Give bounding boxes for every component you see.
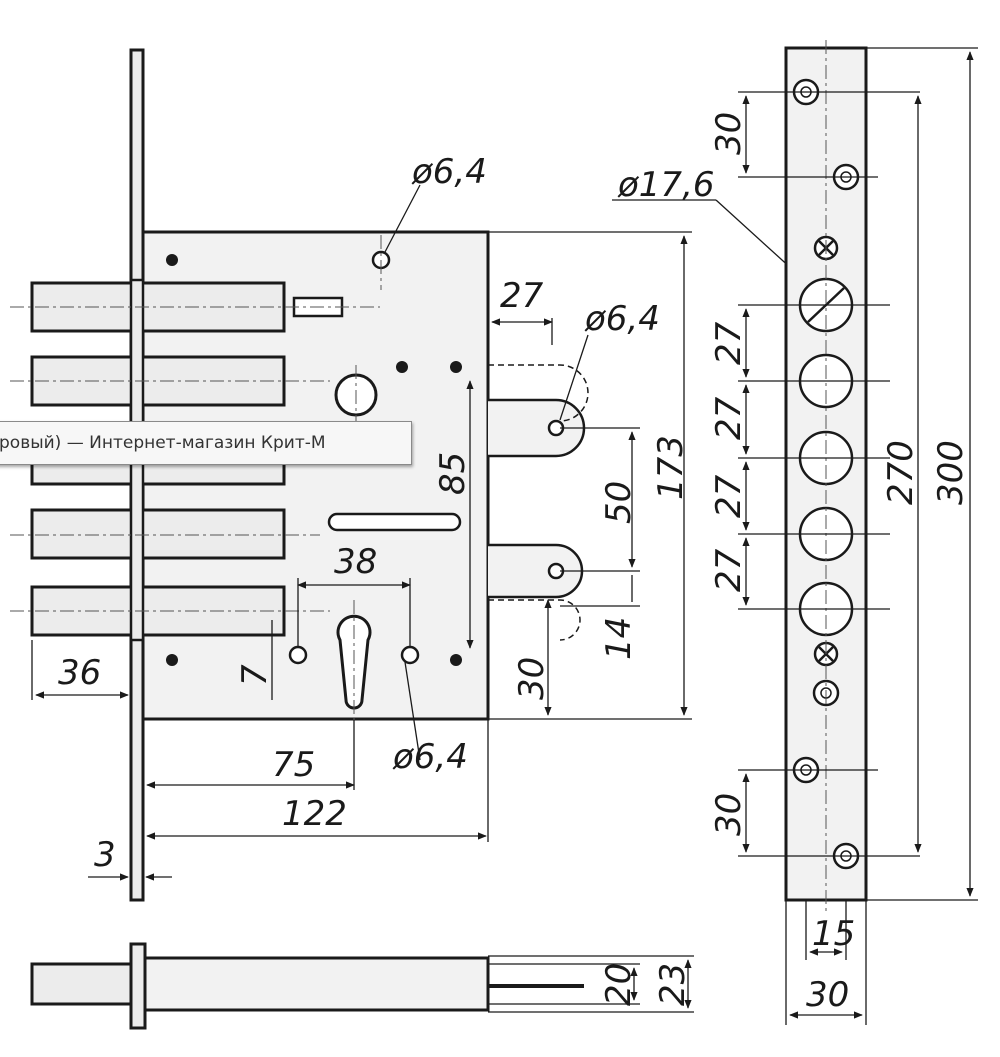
dim-backset-85: 85: [433, 452, 473, 495]
dim-strike-15: 15: [812, 914, 855, 954]
dim-strike-hole-diameter: ø17,6: [617, 165, 715, 205]
dim-top-hole-diameter: ø6,4: [411, 152, 487, 192]
lock-front-view: [30, 48, 589, 902]
dim-backset-75: 75: [272, 745, 315, 785]
dim-strike-27-c: 27: [709, 474, 749, 518]
dim-latch-hole-diameter: ø6,4: [584, 299, 660, 339]
slot-long: [327, 512, 462, 532]
dim-bolt-projection: 36: [58, 653, 101, 693]
dim-body-thickness-23: 23: [653, 963, 693, 1006]
dim-offset-7: 7: [235, 664, 275, 686]
bolt-4: [30, 508, 286, 560]
dim-strike-width: 30: [806, 975, 849, 1015]
screw-hole-right: [400, 645, 420, 665]
dim-faceplate-thickness: 3: [94, 835, 116, 875]
centre-lines: [10, 235, 382, 720]
dim-body-thickness-20: 20: [599, 963, 639, 1006]
dim-screw-hole-diameter: ø6,4: [392, 737, 468, 777]
screw-hole-left: [288, 645, 308, 665]
dim-strike-27-b: 27: [709, 396, 749, 440]
browser-tooltip: ровый) — Интернет-магазин Крит-М: [0, 421, 412, 465]
dim-latch-spacing: 50: [599, 481, 639, 524]
lock-bottom-view: [30, 942, 694, 1030]
dim-body-height: 173: [651, 435, 691, 500]
strike-plate-view: [738, 40, 978, 1025]
dim-strike-270: 270: [881, 440, 921, 505]
dim-latch-offset: 14: [599, 617, 639, 660]
dim-strike-27-a: 27: [709, 321, 749, 365]
mounting-dots: [166, 254, 462, 666]
dim-strike-30-bottom: 30: [709, 793, 749, 836]
dim-bottom-30: 30: [512, 657, 552, 700]
dim-body-width: 122: [282, 794, 347, 834]
dim-strike-300: 300: [931, 440, 971, 505]
dim-latch-projection: 27: [500, 276, 544, 316]
dim-screw-spacing: 38: [334, 542, 377, 582]
dim-strike-30-top: 30: [709, 112, 749, 155]
dim-strike-27-d: 27: [709, 548, 749, 592]
dimension-labels: ø6,4 ø6,4 ø6,4 ø17,6 27 85 173 50 14 30 …: [58, 112, 971, 1015]
